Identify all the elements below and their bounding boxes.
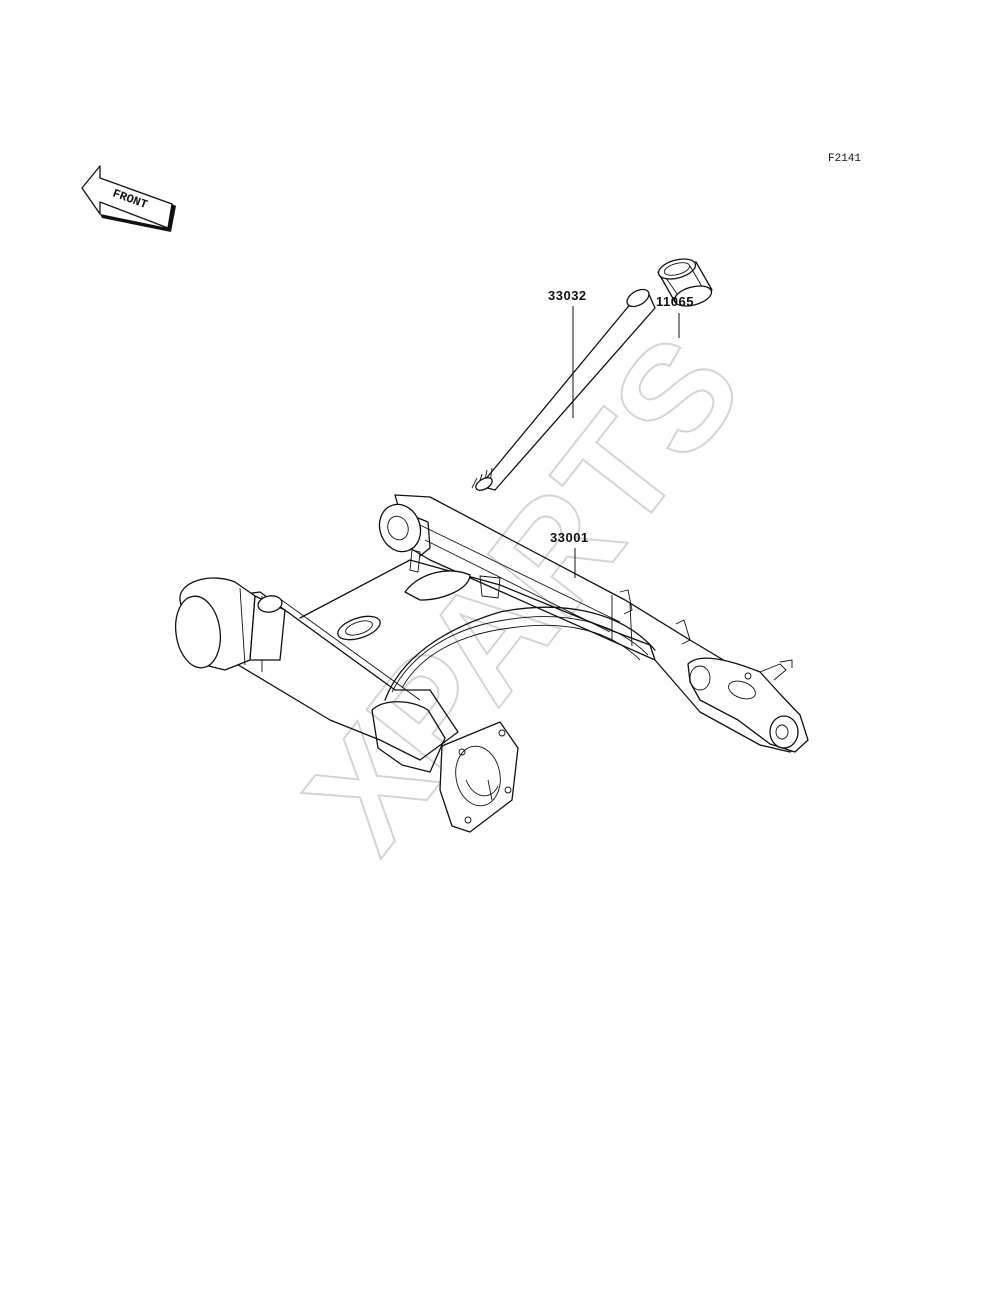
part-33032-pivot-shaft xyxy=(471,288,656,491)
front-arrow-icon: FRONT xyxy=(81,165,176,232)
part-label-11065: 11065 xyxy=(656,294,694,309)
part-label-33001: 33001 xyxy=(550,530,589,545)
part-11065-sleeve xyxy=(657,258,713,307)
part-33001-swing-arm xyxy=(174,494,809,833)
figure-code: F2141 xyxy=(828,153,861,165)
part-label-33032: 33032 xyxy=(548,288,587,303)
